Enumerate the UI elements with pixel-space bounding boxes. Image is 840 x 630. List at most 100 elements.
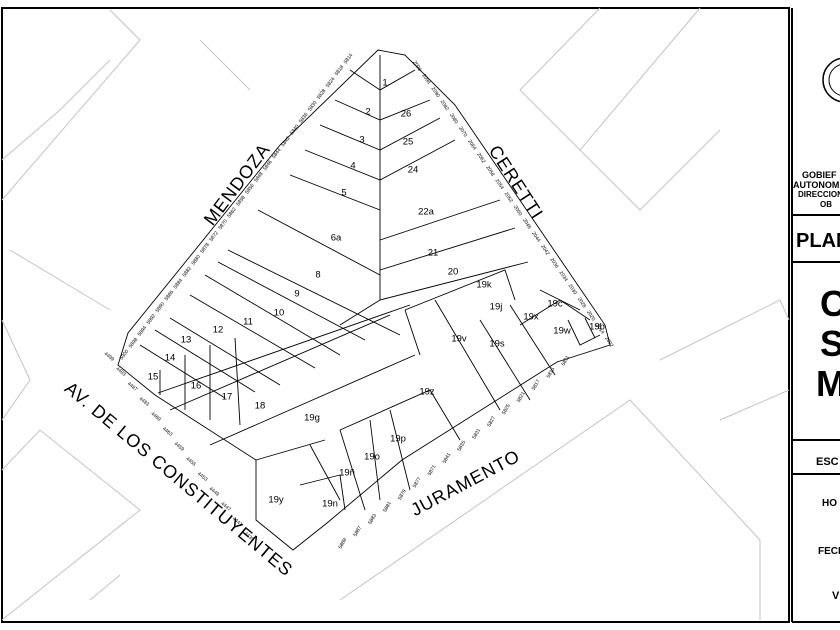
door-number: 5871 [427,464,438,477]
lot-label: 17 [222,392,233,403]
title-text: S [820,323,840,364]
title-text: OB [820,200,832,209]
door-number: 5878 [199,242,211,255]
lot-label: 22a [418,207,435,218]
background-parcels [1,7,790,621]
door-number: 5887 [352,525,363,538]
door-number: 5817 [531,379,542,392]
lot-label: 24 [408,165,419,176]
lot-label: 15 [148,372,159,383]
door-number: 4449 [208,486,221,498]
lot-label: 18 [255,401,266,412]
lot-label: 25 [403,137,414,148]
door-number: 5890 [155,301,167,314]
lot-label: 19p [390,434,406,445]
door-number: 4435 [243,531,256,543]
door-numbers: 5814581858245828583058365840584258445846… [103,53,615,550]
door-number: 5821 [516,391,527,404]
door-number: 2082 [439,99,450,112]
title-text: DIRECCION [798,190,840,199]
door-number: 4469 [149,411,162,423]
door-number: 2052 [503,191,514,204]
lot-label: 19s [489,339,505,350]
door-number: 2058 [484,165,495,178]
title-text: GOBIEF [802,170,837,180]
door-number: 4493 [114,366,127,378]
door-number: 5862 [226,206,238,219]
door-number: 5889 [338,537,349,550]
lot-label: 19g [304,413,320,424]
door-number: 5882 [182,266,194,279]
door-number: 5824 [325,76,337,89]
title-text: M [816,363,840,404]
door-number: 5831 [471,427,482,440]
lot-label: 13 [181,335,192,346]
door-number: 2048 [521,218,532,231]
door-number: 2020 [585,310,596,323]
door-number: 4453 [196,471,209,483]
title-text: ESC [816,456,839,468]
lot-label: 10 [274,308,285,319]
door-number: 4487 [126,381,139,393]
door-number: 5827 [486,415,497,428]
door-number: 2002 [603,336,614,349]
door-number: 5880 [191,254,203,267]
door-number: 5856 [244,183,256,196]
door-number: 4441 [231,516,244,528]
door-number: 4483 [138,396,151,408]
door-number: 4447 [219,501,232,513]
lot-label: 19w [553,326,571,337]
door-number: 5815 [546,366,557,379]
door-number: 5879 [397,488,408,501]
lot-label: 26 [401,109,412,120]
lot-label: 16 [191,381,202,392]
door-number: 2028 [576,296,587,309]
title-block: GOBIEF AUTONOM DIRECCION OB PLAN C S M E… [792,10,840,622]
lot-label: 8 [315,270,320,281]
lot-label: 2 [365,107,370,118]
lot-label: 20 [448,267,459,278]
block [117,49,611,551]
door-number: 2054 [494,178,505,191]
lot-label: 21 [428,248,439,259]
door-number: 5828 [316,88,328,101]
door-number: 4499 [103,351,116,363]
door-number: 2014 [594,323,605,336]
lot-label: 5 [341,188,346,199]
door-number: 5877 [412,476,423,489]
title-text: V [832,590,840,602]
map-border [1,7,790,623]
door-number: 2064 [466,139,477,152]
door-number: 5830 [307,100,319,113]
door-number: 5886 [164,289,176,302]
door-number: 5898 [128,337,140,350]
lot-label: 19n [322,499,338,510]
title-text: C [820,283,840,324]
door-number: 5892 [146,313,158,326]
lot-label: 19b [589,322,605,333]
door-number: 5814 [343,53,355,66]
lot-label: 19y [268,495,284,506]
door-number: 5883 [367,513,378,526]
door-number: 5836 [298,112,310,125]
title-text: FECI [818,546,840,557]
door-number: 2094 [420,73,431,86]
lot-label: 3 [359,135,364,146]
door-number: 2030 [567,283,578,296]
door-number: 2080 [448,112,459,125]
door-number: 2098 [411,60,422,73]
lot-label: 19v [451,334,467,345]
lot-label: 1 [382,78,387,89]
title-text: HO [822,498,837,509]
title-text: AUTONOM [793,180,840,190]
door-number: 5848 [253,171,265,184]
door-number: 2044 [530,231,541,244]
lot-label: 19x [523,312,539,323]
door-number: 2062 [475,152,486,165]
door-number: 5844 [271,147,283,160]
door-number: 5870 [217,218,229,231]
lot-label: 19k [476,280,492,291]
door-number: 5841 [442,452,453,465]
door-number: 2042 [539,244,550,257]
